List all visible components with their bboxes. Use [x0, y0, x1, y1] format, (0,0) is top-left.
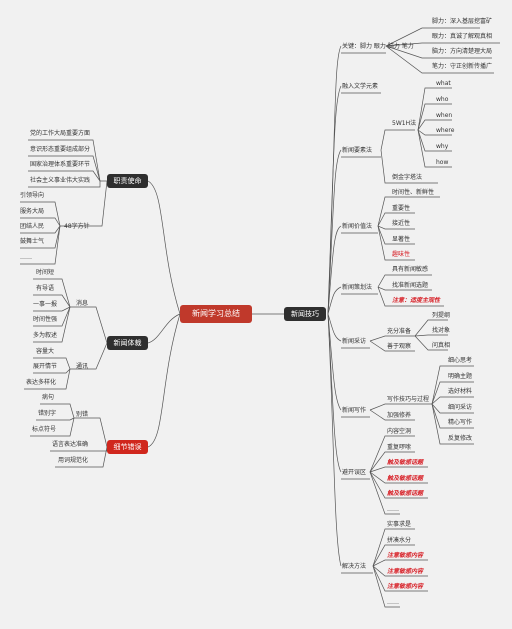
- detail-typo-item: 标点符号: [32, 426, 57, 433]
- interview-prep-item: 问真相: [432, 342, 451, 349]
- detail-typo-item: 错别字: [38, 410, 57, 417]
- value-item: 重要性: [392, 205, 411, 212]
- duty-sub-item: 鼓舞士气: [20, 238, 45, 245]
- branch-news-skills[interactable]: 新闻技巧: [284, 307, 326, 321]
- value-label: 新闻价值法: [342, 223, 373, 230]
- key-item: 眼力：真诚了解观真相: [432, 33, 493, 40]
- duty-sub-item: 团结人民: [20, 223, 45, 230]
- pyramid-label: 倒金字塔法: [392, 174, 423, 181]
- interview-observe: 善于观察: [387, 343, 412, 350]
- plan-item: 找准新闻选题: [392, 282, 429, 289]
- plan-item: 具有新闻敏感: [392, 266, 429, 273]
- elements-label: 新闻要素法: [342, 147, 373, 154]
- genre-news-label: 消息: [76, 300, 89, 307]
- genre-news-item: 一事一报: [33, 301, 58, 308]
- avoid-item-highlight: 触及敏感话题: [387, 490, 424, 497]
- duty-sub-item: 引领导向: [20, 192, 45, 199]
- w5-item: how: [436, 159, 449, 166]
- writing-label: 新闻写作: [342, 407, 367, 414]
- detail-item: 用词规范化: [58, 457, 89, 464]
- avoid-label: 避开误区: [342, 469, 367, 476]
- avoid-item: 重复啰嗦: [387, 444, 412, 451]
- duty-item: 意识形态重要组成部分: [30, 146, 91, 153]
- writing-learn: 加强修养: [387, 412, 412, 419]
- duty-sub-label: 48字方针: [64, 223, 90, 230]
- writing-skill-item: 反复修改: [448, 435, 473, 442]
- branch-duty[interactable]: 职责使命: [107, 174, 148, 188]
- w5-item: where: [436, 127, 455, 134]
- value-item: 显著性: [392, 236, 411, 243]
- culture-label: 融入文学元素: [342, 83, 379, 90]
- value-item-highlight: 趣味性: [392, 251, 411, 258]
- genre-news-item: 多为叙述: [33, 332, 58, 339]
- genre-report-label: 通讯: [76, 363, 89, 370]
- duty-item: 党的工作大局重要方面: [30, 130, 91, 137]
- genre-report-item: 表达多样化: [26, 379, 57, 386]
- value-item: 时间性、新鲜性: [392, 189, 435, 196]
- w5-item: what: [436, 80, 451, 87]
- solve-item: 实事求是: [387, 521, 412, 528]
- w5-item: why: [436, 143, 449, 150]
- writing-skill-item: 细心思考: [448, 357, 473, 364]
- duty-item: 国家治理体系重要环节: [30, 161, 91, 168]
- duty-item: 社会主义事业伟大实践: [30, 177, 91, 184]
- detail-typo-item: 病句: [42, 394, 55, 401]
- writing-skill-item: 明确主题: [448, 373, 473, 380]
- solve-item: ……: [387, 599, 399, 606]
- value-item: 接近性: [392, 220, 411, 227]
- branch-genre[interactable]: 新闻体裁: [107, 336, 148, 350]
- w5-label: 5W1H法: [392, 120, 417, 127]
- branch-detail-errors[interactable]: 细节错误: [107, 440, 148, 454]
- central-topic[interactable]: 新闻学习总结: [180, 305, 252, 323]
- genre-news-item: 有导语: [36, 285, 55, 292]
- solve-item-highlight: 注意敏感内容: [387, 552, 424, 559]
- avoid-item-highlight: 触及敏感话题: [387, 459, 424, 466]
- interview-label: 新闻采访: [342, 338, 367, 345]
- interview-prep-item: 列提纲: [432, 312, 451, 319]
- w5-item: when: [436, 112, 453, 119]
- genre-news-item: 时间短: [36, 269, 55, 276]
- avoid-item: 内容空洞: [387, 428, 412, 435]
- writing-skill-item: 精心写作: [448, 419, 473, 426]
- detail-item: 语言表达准确: [52, 441, 89, 448]
- w5-item: who: [436, 96, 449, 103]
- avoid-item: ……: [387, 506, 399, 513]
- avoid-item-highlight: 触及敏感话题: [387, 475, 424, 482]
- solve-label: 解决方法: [342, 563, 367, 570]
- key-item: 脚力：深入基层挖富矿: [432, 18, 493, 25]
- genre-report-item: 容量大: [36, 348, 55, 355]
- writing-skill: 写作技巧与过程: [387, 396, 430, 403]
- writing-skill-item: 细问采访: [448, 404, 473, 411]
- interview-prep: 充分准备: [387, 328, 412, 335]
- plan-label: 新闻策划法: [342, 284, 373, 291]
- key-item: 脑力：方向清楚理大局: [432, 48, 493, 55]
- duty-sub-item: 服务大局: [20, 208, 45, 215]
- solve-item: 拼凑水分: [387, 537, 412, 544]
- interview-prep-item: 找对象: [432, 327, 451, 334]
- genre-news-item: 时间性强: [33, 316, 58, 323]
- solve-item-highlight: 注意敏感内容: [387, 568, 424, 575]
- key-label: 关键：脚力 眼力 脑力 笔力: [342, 43, 414, 50]
- plan-item-highlight: 注意：适度主观性: [392, 297, 441, 304]
- genre-report-item: 展开情节: [33, 363, 58, 370]
- key-item: 笔力：守正创新传播广: [432, 63, 493, 70]
- writing-skill-item: 选好材料: [448, 388, 473, 395]
- solve-item-highlight: 注意敏感内容: [387, 583, 424, 590]
- detail-typo-label: 别错: [76, 411, 89, 418]
- duty-sub-item: ……: [20, 254, 32, 261]
